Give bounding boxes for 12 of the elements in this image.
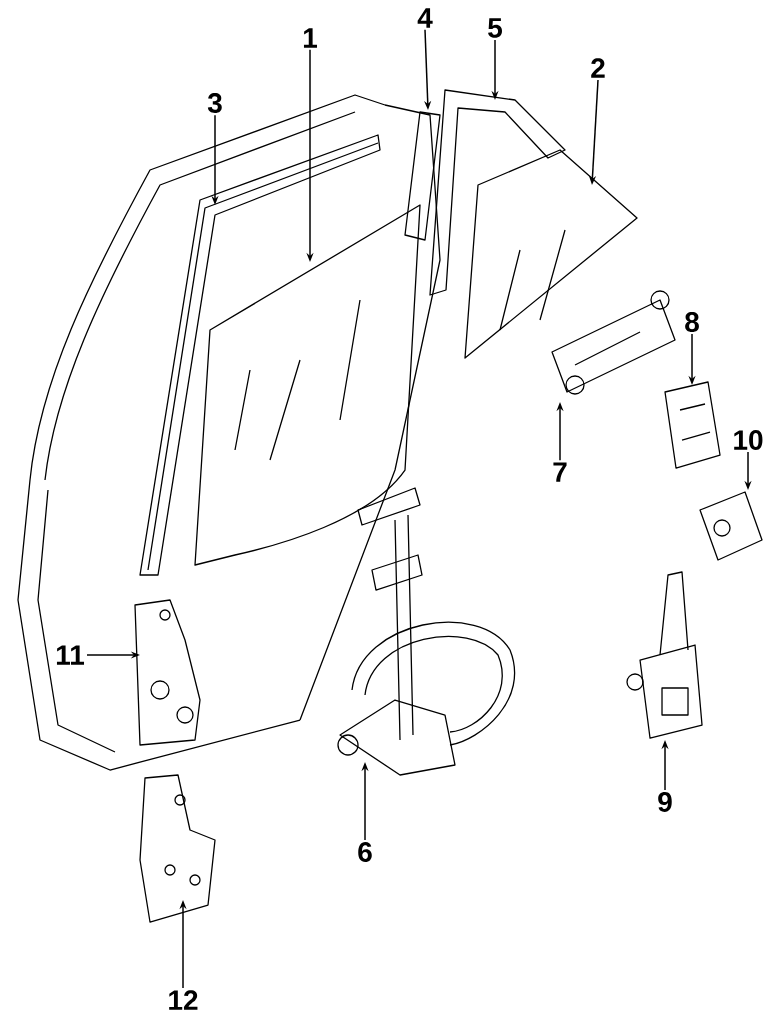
callout-number: 12: [169, 990, 198, 1010]
callout-number: 10: [734, 430, 763, 450]
callout-number: 6: [358, 842, 372, 862]
callout-number: 9: [658, 792, 672, 812]
callout-number: 4: [417, 8, 433, 28]
callout-number: 5: [488, 18, 502, 38]
callout-number: 3: [207, 93, 222, 113]
callout-number: 1: [304, 28, 317, 48]
callout-number: 7: [553, 462, 567, 482]
callout-number: 11: [56, 645, 84, 665]
callout-number: 8: [685, 312, 699, 332]
callout-number: 2: [591, 58, 605, 78]
